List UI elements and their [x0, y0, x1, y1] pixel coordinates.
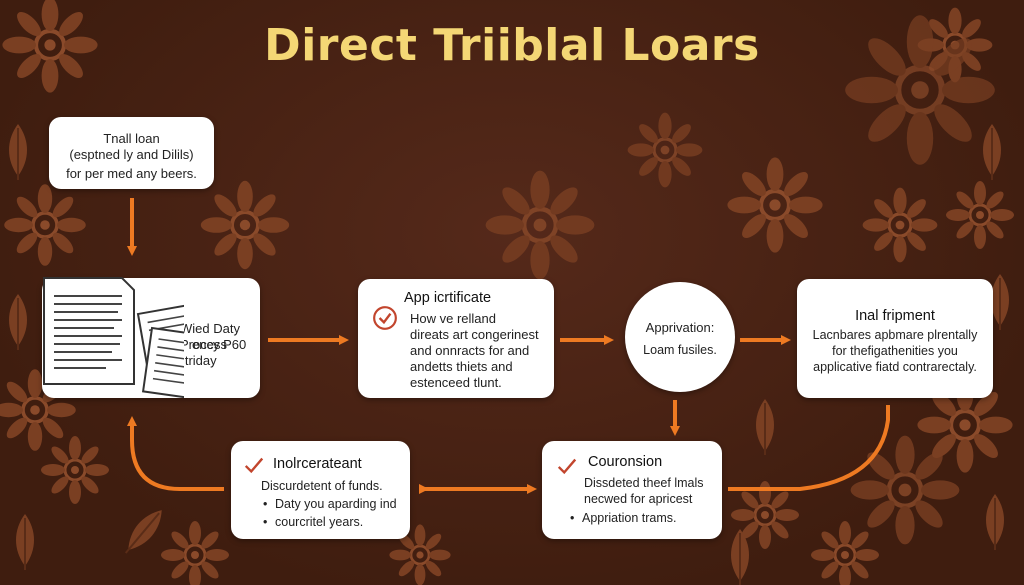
list-item: courcritel years. — [249, 513, 406, 531]
node-line: for per med any beers. — [66, 166, 197, 181]
check-mark-icon — [244, 457, 264, 474]
arrow-icon — [728, 405, 890, 491]
node-line: Tnall loan — [103, 131, 160, 146]
list-item: Appriation trams. — [556, 509, 718, 527]
node-line: Lacnbares apbmare plrentally — [812, 328, 978, 342]
node-incorporate: Inolrcerateant Discurdetent of funds. Da… — [231, 441, 410, 539]
document-stack-icon — [43, 277, 184, 401]
node-line: a triday — [174, 353, 217, 368]
list-item: Daty you aparding ind — [249, 495, 406, 513]
node-line: applicative fiatd contrarectaly. — [813, 360, 977, 374]
node-line: for thefigathenities you — [832, 344, 958, 358]
node-heading: Couronsion — [588, 454, 663, 470]
node-trial-loan: Tnall loan (esptned ly and Dilils) for p… — [49, 117, 214, 189]
check-circle-icon — [373, 306, 397, 330]
node-final: Inal fripment Lacnbares apbmare plrental… — [797, 279, 993, 398]
node-line: ency P60 — [192, 337, 247, 352]
node-approval: Apprivation: Loam fusiles. — [625, 282, 735, 392]
node-line: (esptned ly and Dilils) — [69, 147, 194, 162]
node-conversion: Couronsion Dissdeted theef lmals necwed … — [542, 441, 722, 539]
node-line: Loam fusiles. — [643, 343, 717, 357]
node-heading: Inolrcerateant — [273, 456, 362, 472]
node-line: estenceed tlunt. — [410, 375, 502, 390]
arrow-icon — [127, 416, 224, 491]
node-line: How ve relland — [410, 311, 496, 326]
node-heading: Inal fripment — [855, 308, 935, 324]
node-line: direats art congerinest — [410, 327, 539, 342]
node-process: Wied Daty Process ency P60 a triday — [42, 277, 260, 401]
page-title: Direct Triiblal Loars — [264, 20, 760, 71]
node-certificate: App icrtificate How ve relland direats a… — [358, 279, 554, 398]
node-line: andetts thiets and — [410, 359, 513, 374]
node-heading: App icrtificate — [404, 290, 492, 306]
node-line: Wied Daty Process — [180, 321, 240, 352]
node-line: and onnracts for and — [410, 343, 530, 358]
node-line: necwed for apricest — [584, 492, 693, 506]
node-line: Dissdeted theef lmals — [584, 476, 704, 490]
node-line: Discurdetent of funds. — [261, 479, 383, 493]
check-mark-icon — [557, 458, 577, 475]
node-line: Apprivation: — [645, 320, 715, 335]
